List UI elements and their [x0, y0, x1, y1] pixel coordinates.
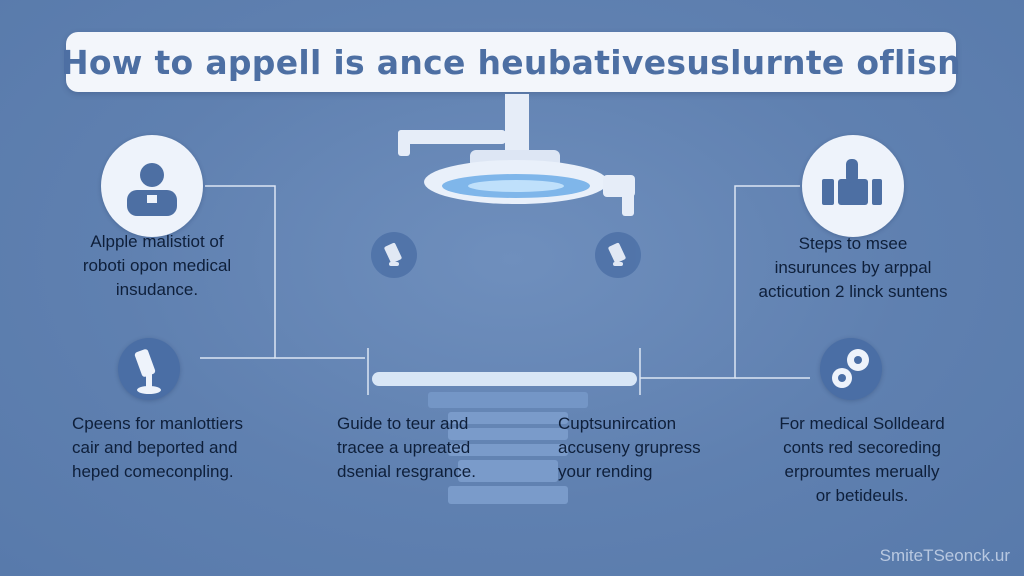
phone-icon: [595, 232, 641, 278]
connector-top-left: [205, 185, 365, 359]
text-block-top-left: Alpple malistiot of roboti opon medical …: [82, 232, 232, 299]
text-block-center-right: Cuptsunircation accuseny grupress your r…: [558, 414, 701, 481]
surgical-lamp-illustration: [398, 94, 635, 216]
gears-icon: [820, 338, 882, 400]
text-block-center-left: Guide to teur and tracee a upreated dsen…: [337, 414, 476, 481]
connector-top-right: [640, 185, 800, 379]
watermark: SmiteTSeonck.ur: [879, 546, 1010, 565]
operating-table-illustration: [372, 372, 637, 504]
thumbs-up-icon: [802, 135, 904, 237]
text-block-bottom-left: Cpeens for manlottiers cair and beported…: [72, 414, 244, 481]
text-block-top-right: Steps to msee insurunces by arppal actic…: [758, 234, 948, 301]
robot-arm-icon: [118, 338, 180, 400]
text-block-bottom-right: For medical Solldeard conts red secoredi…: [779, 414, 945, 505]
page-title: How to appell is ance heubativesuslurnte…: [61, 42, 961, 82]
person-icon: [101, 135, 203, 237]
phone-icon: [371, 232, 417, 278]
title-banner: How to appell is ance heubativesuslurnte…: [61, 32, 961, 92]
